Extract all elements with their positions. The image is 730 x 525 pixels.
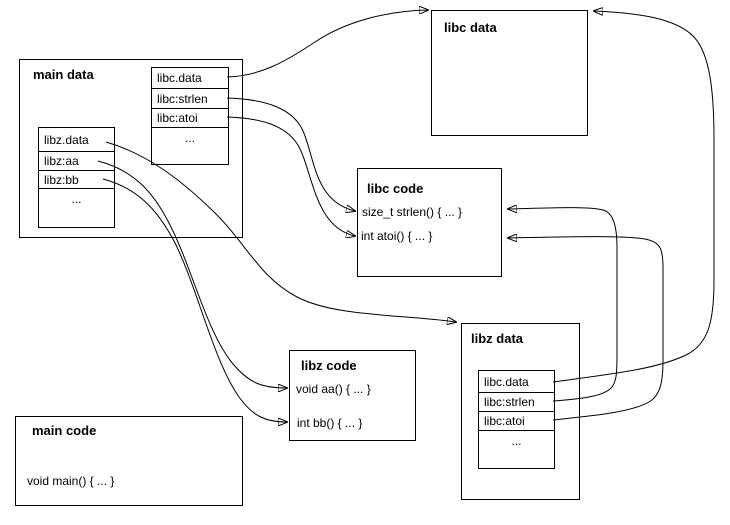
libz-data-libc-got-table: libc.data libc:strlen libc:atoi ... bbox=[478, 370, 555, 469]
got-entry-libc-strlen: libc:strlen bbox=[479, 393, 554, 412]
libc-atoi-definition: int atoi() { ... } bbox=[361, 229, 433, 243]
libz-code-box: libz code void aa() { ... } int bb() { .… bbox=[289, 350, 416, 441]
got-entry-libc-data: libc.data bbox=[152, 68, 228, 89]
arrow-main-got-to-libc-atoi bbox=[226, 116, 355, 236]
got-entry-libc-data: libc.data bbox=[479, 371, 554, 393]
libz-code-title: libz code bbox=[301, 358, 357, 373]
main-code-box: main code void main() { ... } bbox=[15, 416, 243, 506]
got-entry-libz-bb: libz:bb bbox=[39, 171, 114, 189]
libc-data-box: libc data bbox=[431, 10, 588, 136]
got-entry-libc-strlen: libc:strlen bbox=[152, 89, 228, 109]
main-definition: void main() { ... } bbox=[27, 474, 115, 488]
main-code-title: main code bbox=[32, 423, 97, 438]
libc-data-title: libc data bbox=[444, 20, 497, 35]
libc-code-box: libc code size_t strlen() { ... } int at… bbox=[357, 168, 502, 277]
main-data-title: main data bbox=[33, 67, 94, 82]
got-entry-libc-atoi: libc:atoi bbox=[479, 412, 554, 431]
libz-data-box: libz data libc.data libc:strlen libc:ato… bbox=[461, 323, 580, 500]
libz-aa-definition: void aa() { ... } bbox=[296, 382, 371, 396]
got-entry-ellipsis: ... bbox=[71, 192, 82, 206]
got-entry-ellipsis: ... bbox=[184, 131, 195, 145]
arrow-main-got-to-libc-strlen bbox=[226, 97, 355, 211]
got-entry-libz-data: libz.data bbox=[39, 128, 114, 152]
libc-code-title: libc code bbox=[367, 181, 424, 196]
got-entry-ellipsis: ... bbox=[511, 434, 522, 448]
libz-data-title: libz data bbox=[471, 331, 524, 346]
main-data-box: main data libc.data libc:strlen libc:ato… bbox=[19, 59, 243, 238]
main-data-libc-got-table: libc.data libc:strlen libc:atoi ... bbox=[151, 67, 229, 165]
arrow-main-got-to-libc-data bbox=[226, 10, 428, 78]
libz-bb-definition: int bb() { ... } bbox=[297, 416, 363, 430]
got-entry-libc-atoi: libc:atoi bbox=[152, 109, 228, 128]
main-data-libz-got-table: libz.data libz:aa libz:bb ... bbox=[38, 127, 115, 228]
libc-strlen-definition: size_t strlen() { ... } bbox=[362, 205, 463, 219]
got-entry-libz-aa: libz:aa bbox=[39, 152, 114, 171]
